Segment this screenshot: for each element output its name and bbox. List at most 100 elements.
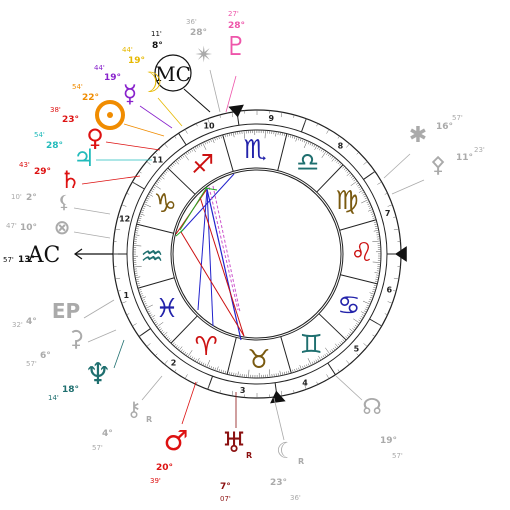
- house-tick: [387, 301, 393, 304]
- degree-tick: [210, 366, 213, 370]
- degree-tick: [318, 355, 322, 361]
- degree-tick: [243, 130, 246, 139]
- pointer-neptune: [113, 339, 125, 369]
- house-tick: [346, 143, 350, 148]
- sign-divider: [277, 133, 288, 171]
- east-point-icon: EP: [52, 299, 80, 323]
- house-tick: [316, 123, 319, 127]
- degree-tick: [140, 211, 144, 213]
- aspect-line: [204, 187, 218, 191]
- mc-degree: 8°: [152, 41, 163, 51]
- pointer-pluto: [225, 75, 237, 113]
- degree-tick: [180, 349, 183, 352]
- degree-tick: [148, 193, 153, 197]
- degree-tick: [146, 197, 150, 200]
- degree-tick: [353, 179, 357, 182]
- degree-tick: [368, 300, 372, 303]
- degree-tick: [135, 230, 139, 232]
- degree-tick: [173, 161, 177, 165]
- aspect-line: [212, 185, 241, 313]
- house-tick: [121, 301, 127, 304]
- chiron-retrograde: R: [146, 415, 152, 424]
- degree-tick: [342, 166, 345, 169]
- degree-tick: [311, 361, 314, 365]
- degree-tick: [163, 172, 166, 175]
- degree-tick: [248, 369, 250, 378]
- pointer-lunar-node: [273, 397, 285, 441]
- house-tick: [231, 112, 234, 118]
- house-number-11: 11: [152, 156, 164, 165]
- aspect-line: [206, 188, 242, 341]
- degree-tick: [317, 146, 320, 150]
- pointer-venus: [105, 141, 161, 151]
- east-point-minutes: 32': [12, 321, 23, 329]
- degree-tick: [286, 371, 288, 375]
- house-tick: [184, 374, 188, 379]
- house-tick: [146, 343, 151, 347]
- degree-tick: [183, 153, 189, 161]
- degree-tick: [226, 133, 228, 137]
- degree-tick: [206, 359, 211, 368]
- degree-tick: [287, 134, 290, 138]
- degree-tick: [218, 136, 220, 140]
- degree-tick: [369, 298, 373, 301]
- house-tick: [207, 118, 210, 124]
- house-tick: [304, 384, 307, 390]
- house-tick: [164, 143, 168, 148]
- degree-tick: [354, 324, 358, 328]
- degree-tick: [302, 366, 304, 370]
- degree-tick: [325, 347, 331, 355]
- mercury-degree: 19°: [104, 73, 121, 83]
- degree-tick: [337, 161, 341, 165]
- moon-icon: ☽: [137, 66, 162, 99]
- degree-tick: [292, 369, 294, 373]
- degree-tick: [224, 370, 227, 374]
- degree-tick: [166, 336, 169, 339]
- degree-tick: [172, 342, 175, 345]
- degree-tick: [331, 157, 336, 162]
- degree-tick: [345, 336, 348, 339]
- degree-tick: [303, 140, 308, 149]
- degree-tick: [306, 364, 308, 368]
- degree-tick: [177, 346, 180, 350]
- degree-tick: [161, 331, 165, 334]
- degree-tick: [370, 295, 374, 297]
- mc-marker: [228, 104, 244, 118]
- sign-divider: [136, 223, 174, 234]
- house-tick: [115, 228, 121, 231]
- degree-tick: [193, 357, 195, 361]
- aspect-line: [206, 188, 214, 327]
- mercury-icon: ☿: [123, 80, 138, 108]
- house-cusp: [327, 362, 336, 376]
- degree-tick: [282, 372, 284, 376]
- degree-tick: [339, 163, 342, 166]
- degree-tick: [180, 156, 183, 159]
- house-tick: [219, 114, 221, 118]
- chiron-degree: 4°: [102, 429, 113, 439]
- degree-tick: [166, 169, 169, 172]
- degree-tick: [135, 228, 139, 230]
- degree-tick: [362, 193, 366, 196]
- degree-tick: [143, 303, 147, 305]
- degree-tick: [358, 319, 362, 322]
- degree-tick: [152, 319, 156, 322]
- ac-minutes: 57': [3, 256, 14, 264]
- degree-tick: [214, 137, 216, 141]
- pluto-minutes: 27': [228, 10, 239, 18]
- house-tick: [184, 129, 188, 134]
- degree-tick: [194, 358, 197, 362]
- degree-tick: [360, 316, 364, 318]
- lilith-minutes: 10': [11, 193, 22, 201]
- degree-tick: [198, 144, 201, 148]
- degree-tick: [150, 315, 156, 319]
- degree-tick: [183, 351, 187, 355]
- degree-tick: [138, 217, 142, 219]
- degree-tick: [194, 146, 197, 150]
- sun-icon-dot: [107, 112, 113, 118]
- house-number-2: 2: [171, 359, 177, 368]
- degree-tick: [230, 132, 232, 136]
- inner-circle: [172, 169, 342, 339]
- house-number-6: 6: [387, 285, 393, 294]
- degree-tick: [358, 189, 364, 193]
- degree-tick: [202, 362, 205, 366]
